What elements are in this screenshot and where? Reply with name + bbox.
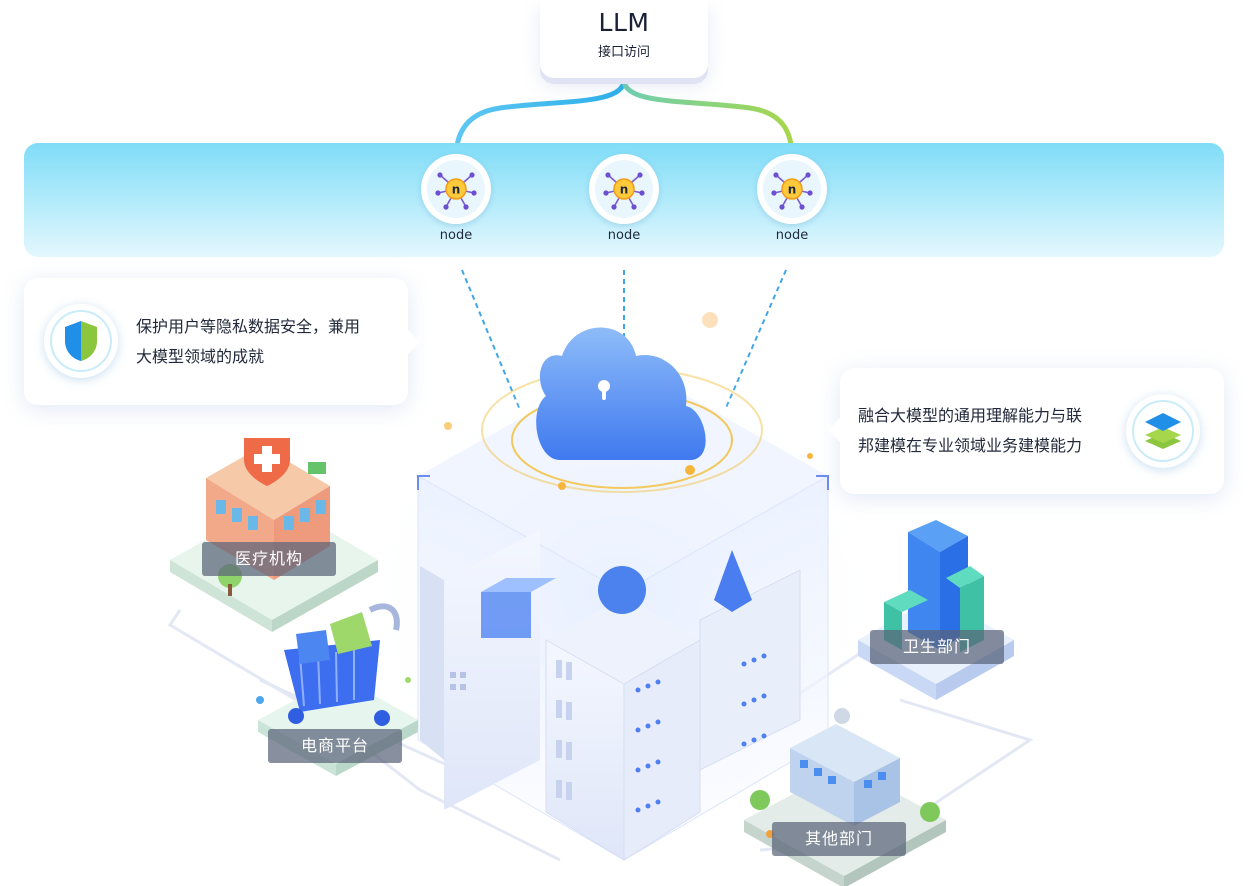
connector-right bbox=[621, 79, 795, 159]
ecommerce-label: 电商平台 bbox=[268, 729, 402, 763]
fusion-card: 融合大模型的通用理解能力与联 邦建模在专业领域业务建模能力 bbox=[828, 368, 1224, 494]
other-label: 其他部门 bbox=[772, 822, 906, 856]
layers-badge bbox=[1126, 394, 1200, 468]
node-glyph: n bbox=[620, 183, 629, 197]
llm-subtitle: 接口访问 bbox=[597, 45, 650, 60]
node-label: node bbox=[439, 228, 473, 243]
privacy-text: 保护用户等隐私数据安全，兼用 大模型领域的成就 bbox=[136, 312, 398, 372]
fusion-line-1: 融合大模型的通用理解能力与联 bbox=[858, 406, 1083, 425]
layers-icon bbox=[1145, 413, 1181, 449]
node-network-icon: n bbox=[435, 172, 477, 210]
node-1: n node bbox=[419, 154, 493, 243]
node-label: node bbox=[775, 228, 809, 243]
fusion-text: 融合大模型的通用理解能力与联 邦建模在专业领域业务建模能力 bbox=[858, 401, 1120, 461]
health-label: 卫生部门 bbox=[870, 630, 1004, 664]
llm-title: LLM bbox=[598, 8, 650, 37]
node-3: n node bbox=[755, 154, 829, 243]
node-glyph: n bbox=[788, 183, 797, 197]
privacy-line-1: 保护用户等隐私数据安全，兼用 bbox=[136, 317, 361, 336]
medical-label: 医疗机构 bbox=[202, 542, 336, 576]
cloud-lock-icon bbox=[536, 327, 706, 460]
node-network-icon: n bbox=[771, 172, 813, 210]
llm-api-card: LLM 接口访问 bbox=[540, 0, 708, 78]
privacy-card: 保护用户等隐私数据安全，兼用 大模型领域的成就 bbox=[24, 278, 420, 405]
server-rack-right bbox=[699, 550, 801, 771]
health-building-illustration bbox=[858, 520, 1014, 700]
fusion-line-2: 邦建模在专业领域业务建模能力 bbox=[858, 436, 1083, 455]
node-2: n node bbox=[587, 154, 661, 243]
shield-badge bbox=[44, 304, 118, 378]
medical-building-illustration bbox=[170, 438, 378, 632]
node-label: node bbox=[607, 228, 641, 243]
node-network-icon: n bbox=[603, 172, 645, 210]
server-rack-left bbox=[420, 530, 556, 810]
connector-left bbox=[453, 79, 627, 159]
shield-icon bbox=[65, 321, 97, 361]
server-rack-center bbox=[545, 566, 701, 861]
node-glyph: n bbox=[452, 183, 461, 197]
privacy-line-2: 大模型领域的成就 bbox=[136, 347, 265, 366]
